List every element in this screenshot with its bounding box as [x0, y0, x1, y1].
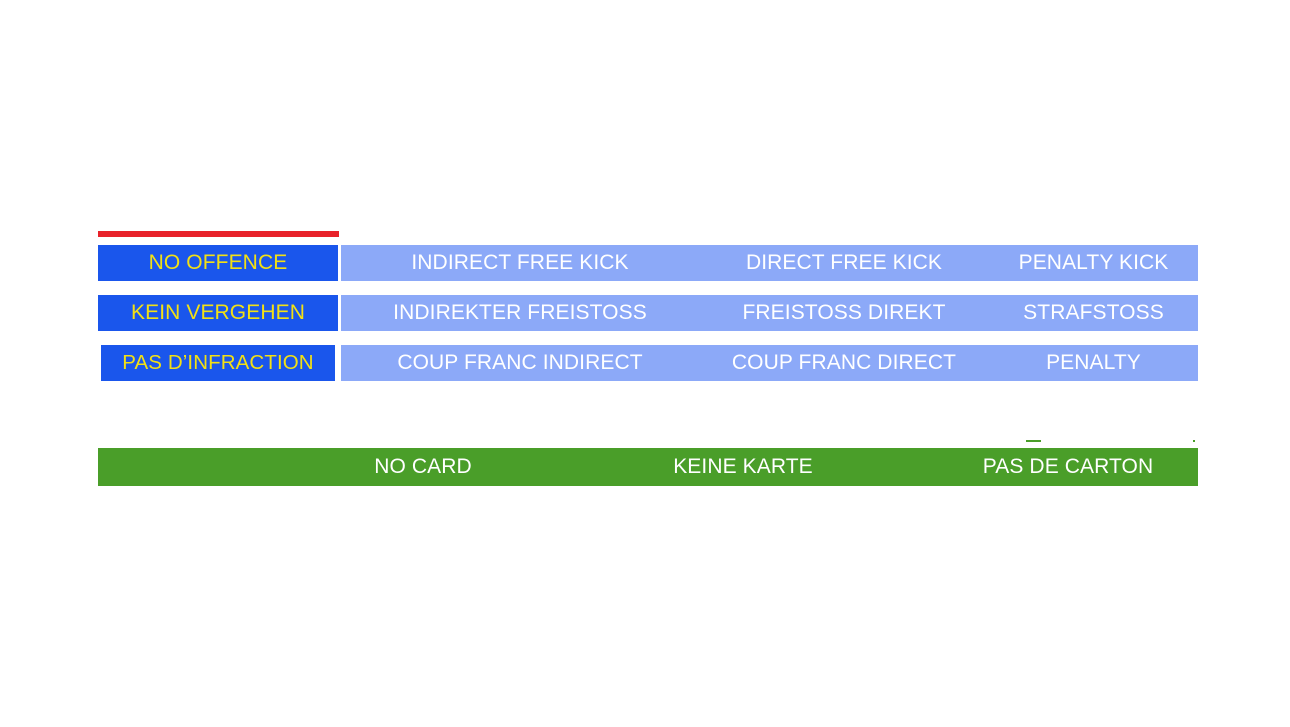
- offence-label-german[interactable]: KEIN VERGEHEN: [98, 295, 338, 331]
- offence-option-german-freistoss-direkt[interactable]: FREISTOSS DIREKT: [699, 295, 989, 331]
- table-row: NO OFFENCE INDIRECT FREE KICK DIRECT FRE…: [98, 245, 1198, 281]
- card-option-french-pas-de-carton[interactable]: PAS DE CARTON: [982, 455, 1154, 478]
- card-decision-strip: NO CARD KEINE KARTE PAS DE CARTON: [98, 448, 1198, 486]
- accent-rule: [98, 231, 339, 237]
- card-option-german-keine-karte[interactable]: KEINE KARTE: [673, 455, 813, 478]
- offence-option-german-strafstoss[interactable]: STRAFSTOSS: [989, 295, 1198, 331]
- offence-decision-table: NO OFFENCE INDIRECT FREE KICK DIRECT FRE…: [98, 245, 1198, 381]
- offence-label-french[interactable]: PAS D’INFRACTION: [101, 345, 335, 381]
- offence-option-english-indirect-free-kick[interactable]: INDIRECT FREE KICK: [341, 245, 699, 281]
- table-row: KEIN VERGEHEN INDIREKTER FREISTOSS FREIS…: [98, 295, 1198, 331]
- offence-option-french-coup-franc-indirect[interactable]: COUP FRANC INDIRECT: [341, 345, 699, 381]
- strip-dot-mark: [1193, 440, 1195, 442]
- offence-option-german-indirekter-freistoss[interactable]: INDIREKTER FREISTOSS: [341, 295, 699, 331]
- offence-option-english-direct-free-kick[interactable]: DIRECT FREE KICK: [699, 245, 989, 281]
- offence-option-french-penalty[interactable]: PENALTY: [989, 345, 1198, 381]
- table-row: PAS D’INFRACTION COUP FRANC INDIRECT COU…: [98, 345, 1198, 381]
- strip-tick-mark: [1026, 440, 1041, 442]
- offence-label-english[interactable]: NO OFFENCE: [98, 245, 338, 281]
- offence-option-english-penalty-kick[interactable]: PENALTY KICK: [989, 245, 1198, 281]
- card-option-english-no-card[interactable]: NO CARD: [374, 455, 472, 478]
- offence-option-french-coup-franc-direct[interactable]: COUP FRANC DIRECT: [699, 345, 989, 381]
